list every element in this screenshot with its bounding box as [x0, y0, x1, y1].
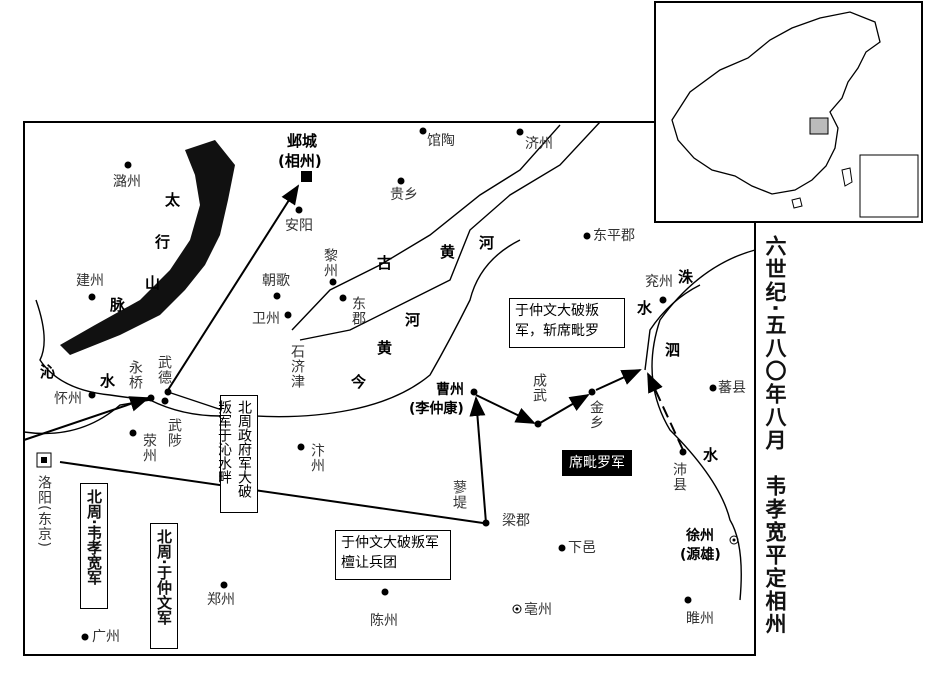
- label-qin-2: 水: [100, 372, 116, 390]
- old-yellow-river-north-bank: [291, 124, 561, 331]
- label-anyang: 安阳: [285, 218, 313, 234]
- label-nowyr-2: 黄: [377, 339, 393, 357]
- route-luoyang-yongqiao: [23, 396, 150, 441]
- label-taihang-2: 行: [155, 233, 171, 251]
- route-caozhou-chengwu: [475, 394, 536, 424]
- label-luoyang: 洛阳(东京): [36, 475, 52, 548]
- label-jinxiang: 金乡: [588, 400, 604, 430]
- label-si-water: 水: [703, 446, 719, 464]
- yecheng-marker: [301, 171, 312, 182]
- label-guantao: 馆陶: [427, 133, 455, 149]
- map-title: 六世纪·五八〇年八月 韦孝宽平定相州: [763, 235, 787, 636]
- label-taihang-3: 山: [145, 274, 161, 292]
- callout-pointer: [167, 391, 223, 411]
- label-caozhou: 曹州: [436, 382, 464, 398]
- label-nowyr-3: 今: [351, 373, 367, 391]
- label-guangzhou: 广州: [92, 629, 120, 645]
- taihang-mountains-icon: [60, 140, 235, 355]
- label-luzhou: 潞州: [113, 174, 141, 190]
- label-dongpingjun: 东平郡: [593, 228, 635, 244]
- present-yellow-river: [23, 239, 521, 435]
- label-liangjun: 梁郡: [502, 513, 530, 529]
- label-oldyr-3: 河: [479, 234, 495, 252]
- inset-south-sea: [859, 154, 919, 218]
- inset-highlight-region: [809, 117, 829, 135]
- label-nowyr-1: 河: [405, 311, 421, 329]
- callout-yu-army: 北周·于仲文军: [150, 523, 178, 649]
- label-bianzhou: 汴州: [309, 443, 325, 473]
- xuzhou-marker: [729, 535, 739, 545]
- label-zhengzhou: 郑州: [207, 592, 235, 608]
- route-jinxiang-si: [595, 369, 642, 391]
- callout-tan-rang: 于仲文大破叛军檀让兵团: [335, 530, 451, 580]
- label-chenzhou: 陈州: [370, 613, 398, 629]
- zhu-river: [644, 284, 701, 371]
- inset-taiwan: [841, 167, 853, 187]
- label-peixian: 沛县: [671, 462, 687, 492]
- label-oldyr-1: 古: [377, 254, 393, 272]
- label-wuzhi: 武陟: [166, 418, 182, 448]
- label-chaoge: 朝歌: [262, 273, 290, 289]
- label-bozhou: 亳州: [524, 602, 552, 618]
- label-guixiang: 贵乡: [390, 187, 418, 203]
- city-dots: [81, 127, 717, 641]
- label-xiayi: 下邑: [568, 540, 596, 556]
- label-li-zhongkang: (李仲康): [409, 401, 464, 417]
- label-xingzhou: 荥州: [141, 433, 157, 463]
- label-zhu-water: 水: [637, 299, 653, 317]
- route-xi-piluo: [647, 372, 684, 451]
- map-frame: [23, 121, 756, 656]
- label-yecheng: 邺城: [287, 132, 318, 150]
- bozhou-marker: [512, 604, 522, 614]
- callout-xi-piluo-army: 席毗罗军: [562, 450, 632, 476]
- label-huaizhou: 怀州: [54, 391, 82, 407]
- label-si: 泗: [665, 341, 681, 359]
- label-taihang-4: 脉: [110, 296, 126, 314]
- label-wude: 武德: [156, 355, 172, 385]
- label-yanzhou: 兖州: [645, 274, 673, 290]
- label-fanxian: 蕃县: [718, 380, 746, 396]
- label-yongqiao: 永桥: [127, 360, 143, 390]
- route-liangjun-caozhou: [469, 396, 487, 524]
- label-oldyr-2: 黄: [440, 243, 456, 261]
- inset-frame: [654, 1, 923, 223]
- routes: [23, 184, 684, 524]
- label-xiangzhou: (相州): [278, 152, 322, 170]
- label-weizhou: 卫州: [252, 311, 280, 327]
- old-yellow-river-south-bank: [299, 121, 601, 341]
- label-liaodi: 蓼堤: [451, 480, 467, 510]
- inset-hainan: [791, 197, 803, 209]
- qin-river: [35, 299, 151, 401]
- label-xuzhou: 徐州: [686, 528, 714, 544]
- inset-china-outline: [671, 11, 881, 195]
- label-suizhou: 睢州: [686, 611, 714, 627]
- label-shijijin: 石济津: [289, 344, 305, 389]
- label-zhu: 洙: [678, 268, 694, 286]
- label-jianzhou: 建州: [76, 273, 104, 289]
- label-taihang-1: 太: [165, 191, 181, 209]
- rivers: [23, 121, 756, 601]
- label-jizhou: 济州: [525, 136, 553, 152]
- route-wude-yecheng: [167, 184, 300, 391]
- callout-qinshui-battle: 北周政府军大破叛军于沁水畔: [216, 395, 258, 513]
- label-dongjun: 东郡: [350, 296, 366, 326]
- route-luoyang-liangjun: [59, 461, 484, 524]
- label-qin-1: 沁: [40, 363, 56, 381]
- callout-wei-army: 北周·韦孝宽军: [80, 483, 108, 609]
- callout-xi-piluo-defeat: 于仲文大破叛军，斩席毗罗: [509, 298, 625, 348]
- label-chengwu: 成武: [531, 373, 547, 403]
- label-yuanxiong: (源雄): [680, 547, 721, 563]
- route-chengwu-jinxiang: [539, 393, 590, 424]
- si-river: [651, 249, 756, 601]
- label-lizhou: 黎州: [322, 248, 338, 278]
